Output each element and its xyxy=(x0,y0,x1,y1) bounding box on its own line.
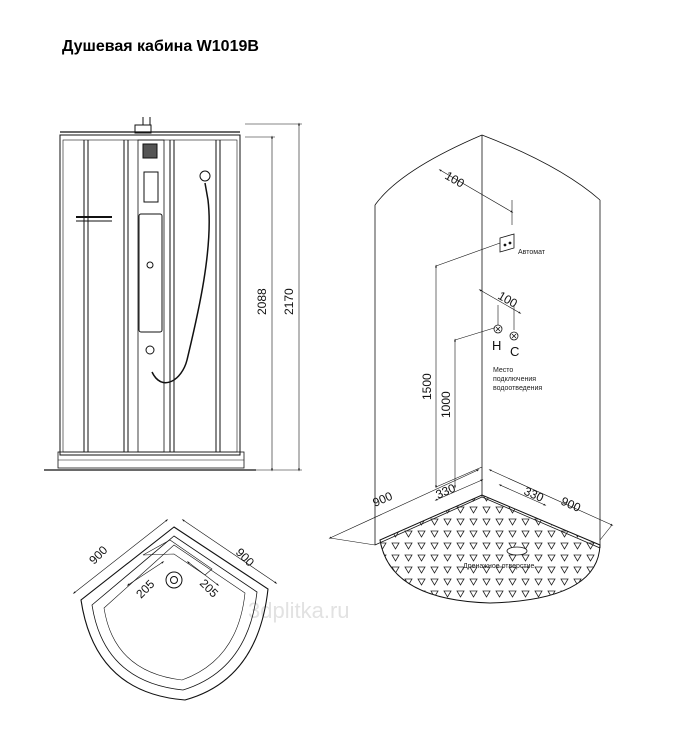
dim-right-width: 900 xyxy=(559,494,583,515)
drain-circle xyxy=(165,571,183,589)
hot-pipe xyxy=(493,324,503,334)
top-dim-left-width: 900 xyxy=(86,543,110,567)
top-dim-left-offset: 205 xyxy=(133,577,157,601)
dim-right-drain: 330 xyxy=(522,484,546,505)
dim-height-1000: 1000 xyxy=(439,391,453,418)
dim-pipe-offset: 100 xyxy=(496,288,521,310)
watermark: 3dplitka.ru xyxy=(248,598,350,623)
hand-shower xyxy=(199,170,211,182)
front-view xyxy=(44,117,302,472)
drain-place-line-2: подключения xyxy=(493,376,536,383)
dim-left-width: 900 xyxy=(371,489,395,510)
top-view xyxy=(72,519,278,701)
drain-hole-label: Дренажное отверстие xyxy=(463,563,535,570)
drain-place-line-3: водоотведения xyxy=(493,385,542,392)
automat-box xyxy=(499,233,515,253)
dim-left-drain: 330 xyxy=(434,481,458,502)
dim-height-1500: 1500 xyxy=(420,373,434,400)
massage-jets-panel xyxy=(138,213,163,333)
shower-panel xyxy=(137,139,165,453)
automat-label: Автомат xyxy=(518,249,546,256)
page-title: Душевая кабина W1019B xyxy=(62,38,259,55)
cabin-frame xyxy=(59,134,241,456)
iso-view xyxy=(328,134,614,604)
top-dim-right-offset: 205 xyxy=(197,576,221,600)
tray-outline xyxy=(80,526,269,701)
cold-pipe xyxy=(509,331,519,341)
hot-label: H xyxy=(492,338,501,353)
drain-place-line-1: Место xyxy=(493,367,513,374)
cold-label: C xyxy=(510,344,519,359)
drain-hole xyxy=(506,546,528,556)
left-top-arc xyxy=(374,134,483,206)
top-dim-right-width: 900 xyxy=(233,545,257,569)
dim-inner-height: 2088 xyxy=(255,288,269,315)
dim-total-height: 2170 xyxy=(282,288,296,315)
dim-top-offset: 100 xyxy=(443,168,468,190)
